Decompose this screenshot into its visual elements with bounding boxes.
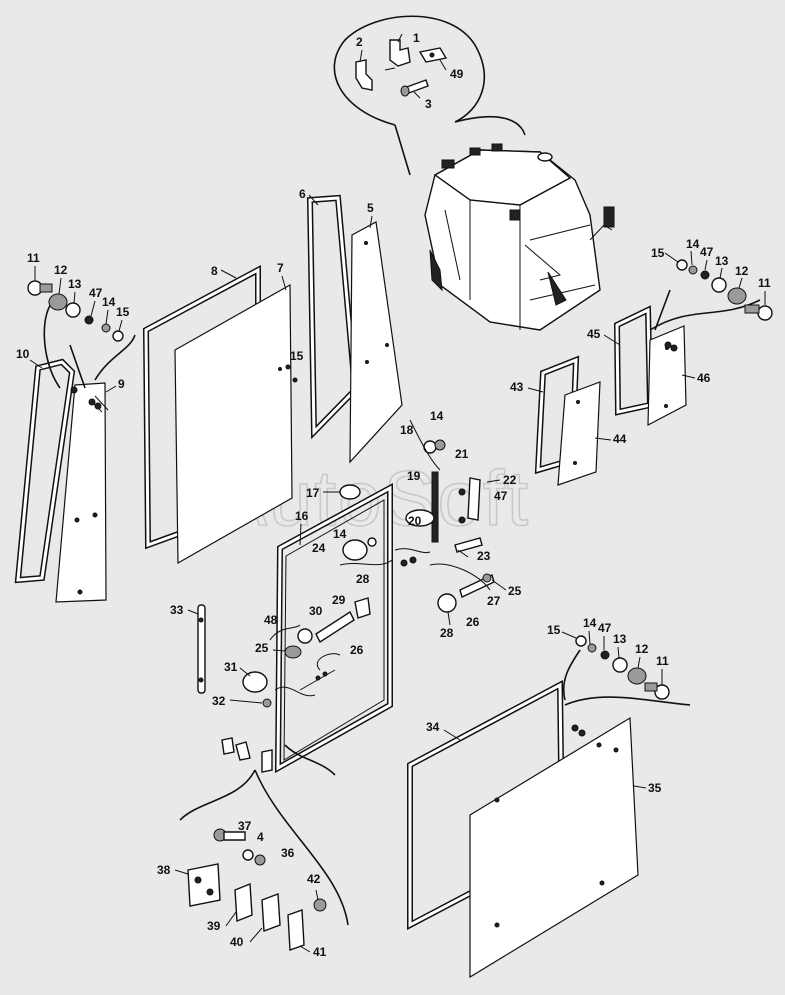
left-hardware-bubble: 11 12 13 47 14 15	[27, 251, 136, 389]
callout-25-right: 25	[508, 584, 522, 598]
callout-21: 21	[455, 447, 469, 461]
callout-26-right: 26	[466, 615, 480, 629]
callout-4-low: 4	[257, 830, 264, 844]
callout-25-left: 25	[255, 641, 269, 655]
callout-19: 19	[407, 469, 421, 483]
callout-11-right: 11	[758, 276, 771, 290]
callout-2: 2	[356, 35, 363, 49]
callout-48: 48	[264, 613, 278, 627]
callout-36: 36	[281, 846, 295, 860]
top-detail-bubble: 2 1 49 3	[333, 15, 526, 176]
right-upper-hardware-bubble: 15 14 47 13 12 11	[649, 237, 773, 331]
callout-23: 23	[477, 549, 491, 563]
callout-33: 33	[170, 603, 184, 617]
glass-part-5	[349, 221, 403, 464]
callout-42: 42	[307, 872, 321, 886]
callout-22: 22	[503, 473, 517, 487]
cab-assembly	[424, 143, 615, 331]
callout-12-left: 12	[54, 263, 68, 277]
callout-14-left: 14	[102, 295, 116, 309]
callout-29: 29	[332, 593, 346, 607]
plate-part-49	[418, 47, 448, 63]
callout-49: 49	[450, 67, 464, 81]
callout-24: 24	[312, 541, 326, 555]
callout-47-right: 47	[700, 245, 714, 259]
callout-45: 45	[587, 327, 601, 341]
glass-part-46	[647, 325, 687, 427]
callout-11-left: 11	[27, 251, 40, 265]
glass-part-44	[557, 381, 601, 486]
callout-32: 32	[212, 694, 226, 708]
callout-20: 20	[408, 514, 422, 528]
callout-3: 3	[425, 97, 432, 111]
callout-39: 39	[207, 919, 221, 933]
callout-15-low: 15	[547, 623, 561, 637]
callout-13-left: 13	[68, 277, 82, 291]
door-handle-hardware	[197, 597, 371, 708]
callout-47-door: 47	[494, 489, 508, 503]
callout-10: 10	[16, 347, 30, 361]
callout-28-right: 28	[440, 626, 454, 640]
callout-17: 17	[306, 486, 320, 500]
window-seal-part-6	[306, 194, 359, 440]
callout-34: 34	[426, 720, 440, 734]
door-seal-part-16	[274, 482, 393, 774]
callout-35: 35	[648, 781, 662, 795]
callout-14-door: 14	[430, 409, 444, 423]
callout-11-low: 11	[656, 654, 669, 668]
callout-44: 44	[613, 432, 627, 446]
glass-part-35	[469, 716, 639, 979]
callout-38: 38	[157, 863, 171, 877]
glass-part-9	[55, 382, 107, 603]
callout-26-left: 26	[350, 643, 364, 657]
callout-28-top: 28	[356, 572, 370, 586]
callout-47-left: 47	[89, 286, 103, 300]
callout-15-mid: 15	[290, 349, 304, 363]
window-seal-part-10	[14, 358, 76, 584]
callout-14-door-b: 14	[333, 527, 347, 541]
callout-5: 5	[367, 201, 374, 215]
callout-7: 7	[277, 261, 284, 275]
callout-12-right: 12	[735, 264, 749, 278]
bolt-part-3	[400, 79, 429, 97]
bracket-part-2	[355, 59, 373, 91]
callout-27: 27	[487, 594, 501, 608]
callout-13-right: 13	[715, 254, 729, 268]
callout-37: 37	[238, 819, 252, 833]
callout-8: 8	[211, 264, 218, 278]
hinge-hardware-bubble	[179, 737, 349, 951]
callout-46: 46	[697, 371, 711, 385]
glass-part-7	[174, 283, 293, 565]
window-seal-part-45	[613, 305, 654, 416]
callout-1: 1	[413, 31, 420, 45]
callout-9: 9	[118, 377, 125, 391]
callout-47-low: 47	[598, 621, 612, 635]
callout-14-low: 14	[583, 616, 597, 630]
callout-15-right: 15	[651, 246, 665, 260]
callout-6: 6	[299, 187, 306, 201]
callout-18: 18	[400, 423, 414, 437]
callout-12-low: 12	[635, 642, 649, 656]
callout-43: 43	[510, 380, 524, 394]
callout-13-low: 13	[613, 632, 627, 646]
lower-right-hardware-bubble: 15 14 47 13 12 11	[547, 616, 691, 706]
callout-15-left: 15	[116, 305, 130, 319]
callout-40: 40	[230, 935, 244, 949]
callout-14-right: 14	[686, 237, 700, 251]
callout-16: 16	[295, 509, 309, 523]
callout-41: 41	[313, 945, 327, 959]
callout-31: 31	[224, 660, 238, 674]
bracket-part-1	[389, 39, 411, 67]
callout-30: 30	[309, 604, 323, 618]
